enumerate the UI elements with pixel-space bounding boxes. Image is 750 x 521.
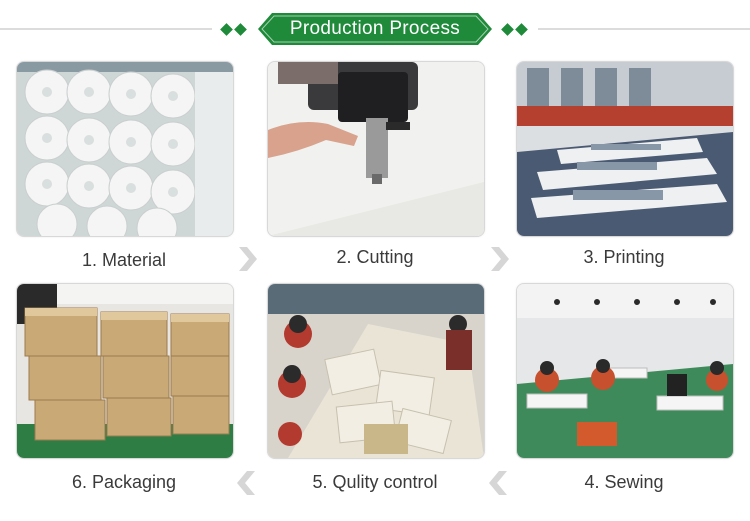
cartons-photo: [17, 284, 233, 458]
chevron-left-icon: [237, 471, 255, 495]
chevron-right-icon: [239, 247, 257, 271]
diamond-icon: [234, 23, 247, 36]
title-banner: Production Process: [258, 13, 492, 45]
step-card-material: [16, 61, 234, 237]
diamond-icon: [515, 23, 528, 36]
printing-line-photo: [517, 62, 733, 236]
step-card-printing: [516, 61, 734, 237]
header-divider-right: [538, 28, 750, 30]
diamond-icon: [501, 23, 514, 36]
header-divider-left: [0, 28, 212, 30]
cutting-machine-photo: [268, 62, 484, 236]
step-label: 5. Qulity control: [312, 472, 438, 492]
step-label: 2. Cutting: [336, 247, 414, 267]
quality-control-photo: [268, 284, 484, 458]
diamond-icon: [220, 23, 233, 36]
step-card-packaging: [16, 283, 234, 459]
fabric-rolls-photo: [17, 62, 233, 236]
step-label: 3. Printing: [583, 247, 665, 267]
step-card-sewing: [516, 283, 734, 459]
step-label: 6. Packaging: [71, 472, 177, 492]
step-card-cutting: [267, 61, 485, 237]
page-title: Production Process: [289, 18, 461, 39]
chevron-left-icon: [489, 471, 507, 495]
step-label: 1. Material: [81, 250, 167, 270]
sewing-workshop-photo: [517, 284, 733, 458]
step-card-quality-control: [267, 283, 485, 459]
banner-ribbon-icon: [258, 13, 492, 45]
step-label: 4. Sewing: [584, 472, 664, 492]
chevron-right-icon: [491, 247, 509, 271]
